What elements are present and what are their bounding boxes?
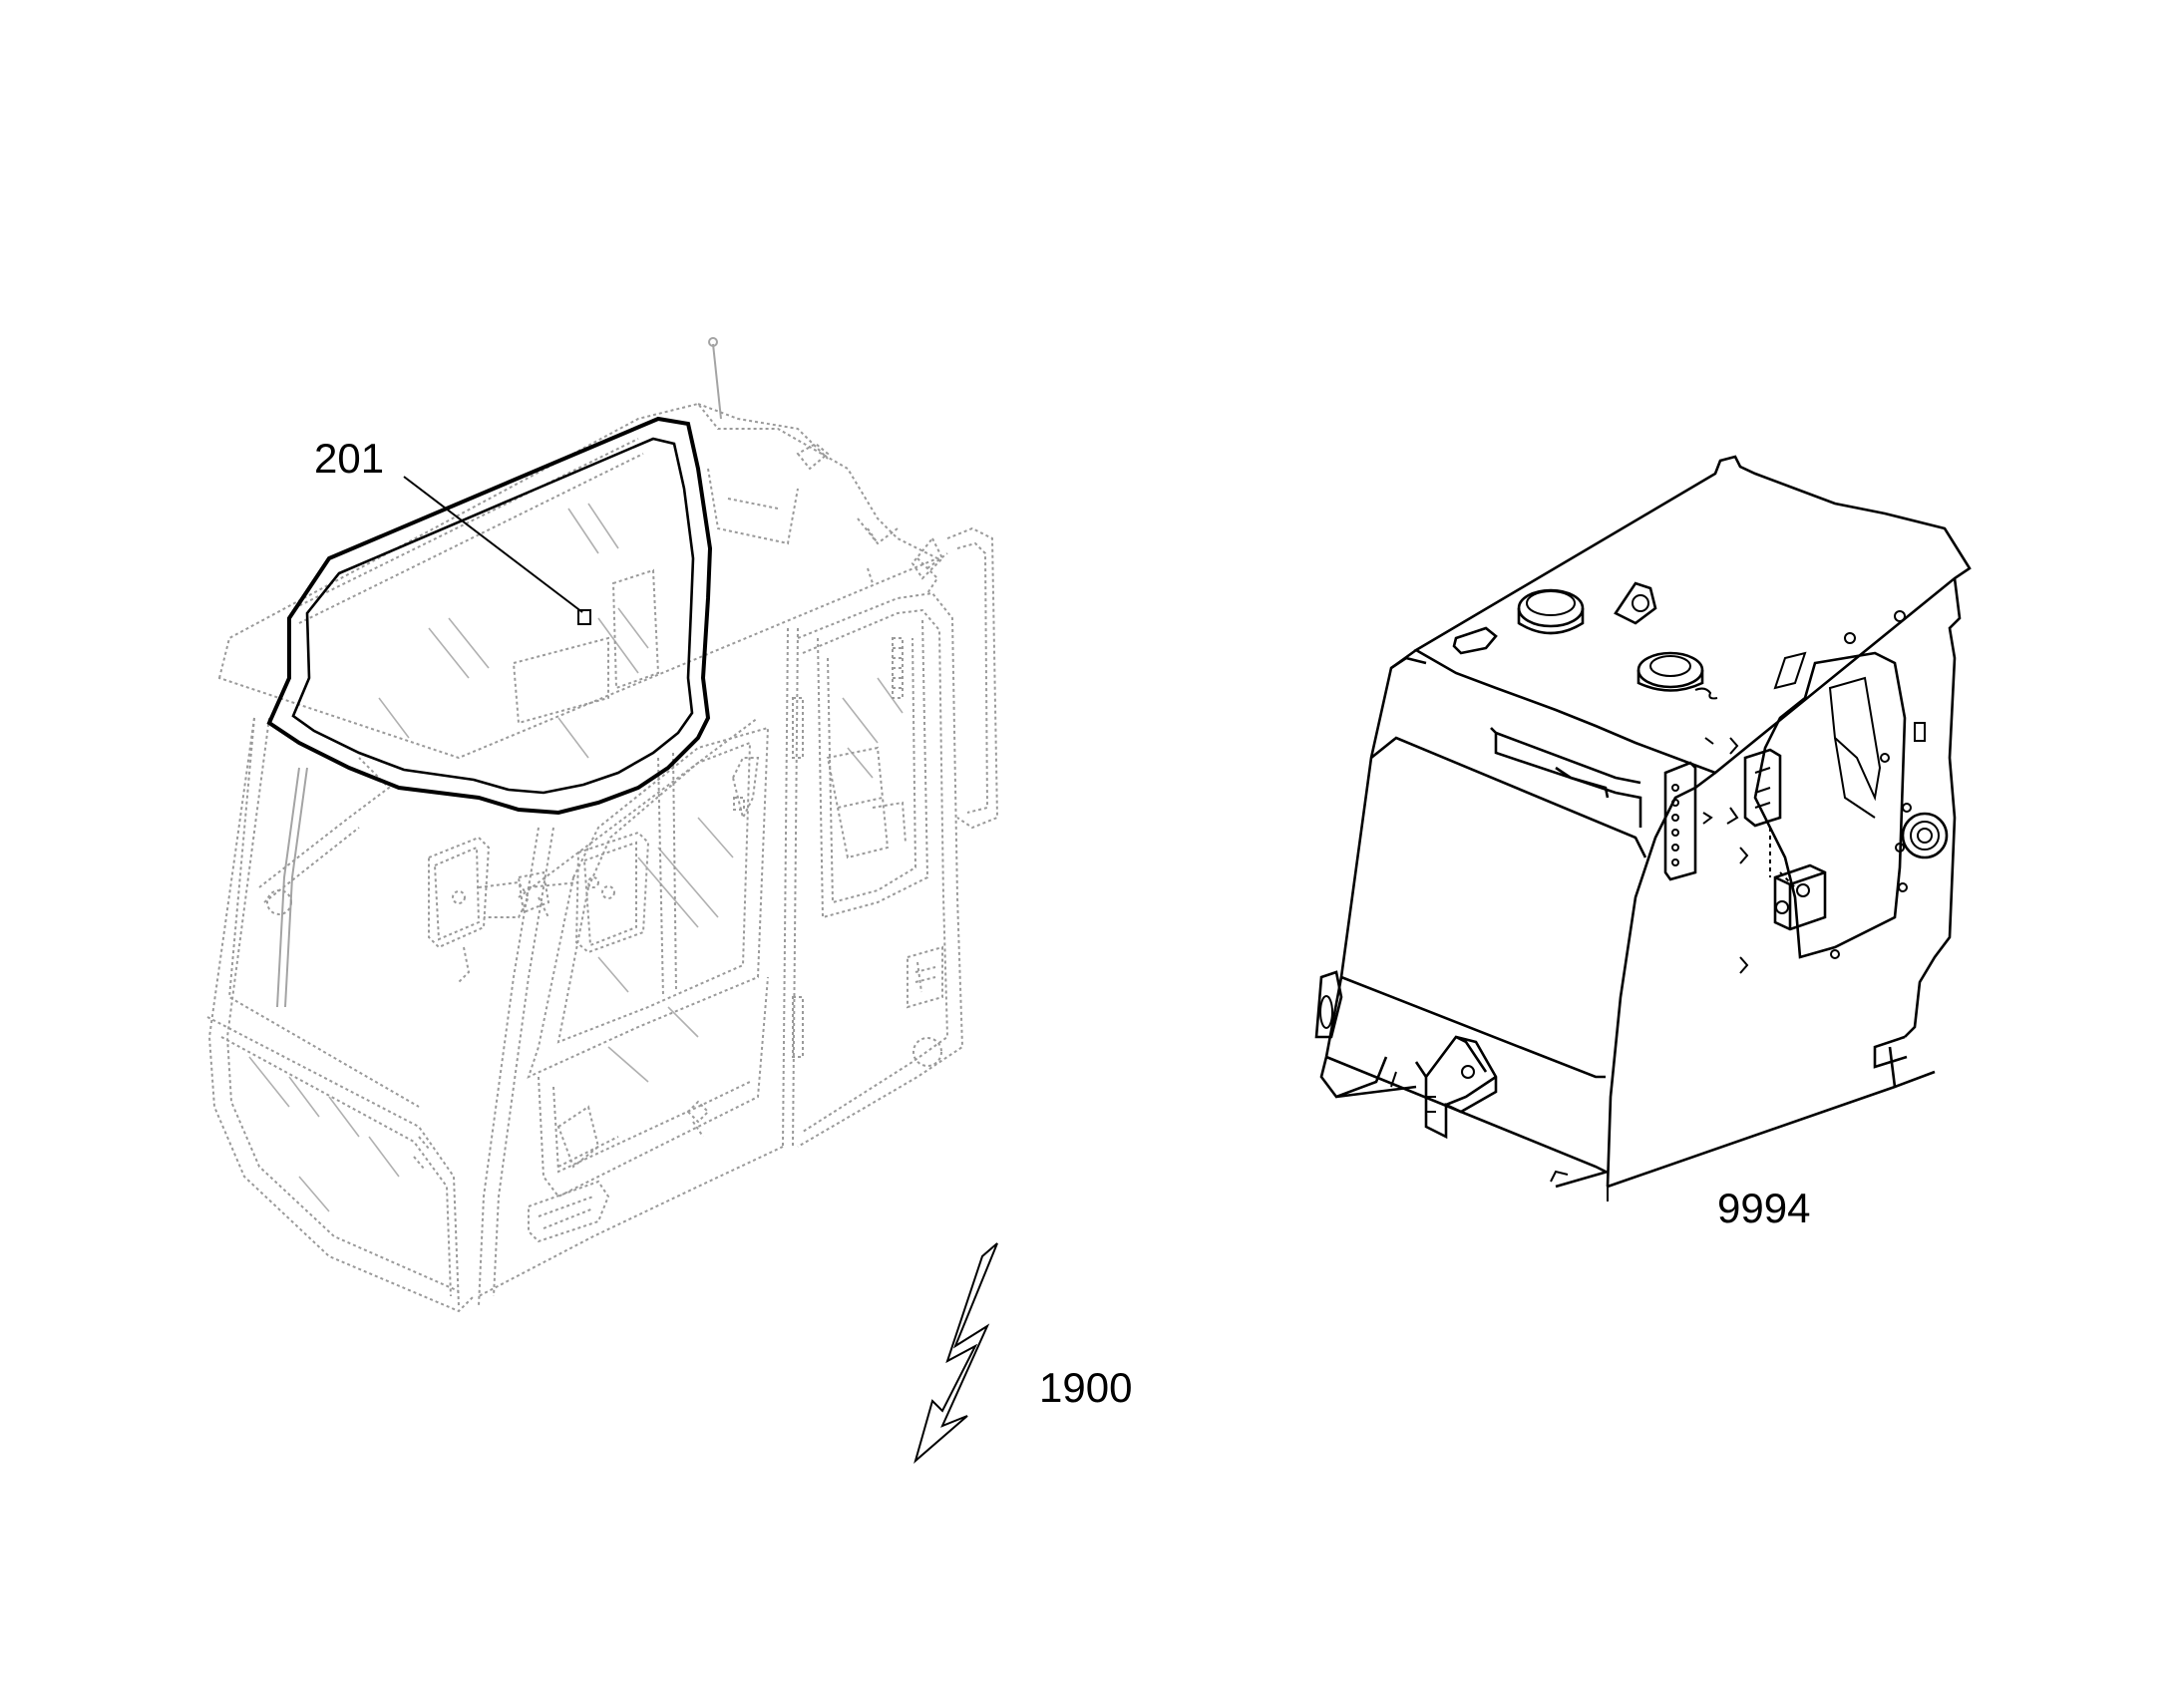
windshield-part-201 bbox=[266, 416, 713, 816]
cab-frame-part-9994 bbox=[1314, 455, 1972, 1201]
lightning-bolt-icon bbox=[913, 1242, 998, 1464]
leader-line-201 bbox=[403, 476, 583, 613]
callout-201: 201 bbox=[314, 435, 384, 482]
callout-1900: 1900 bbox=[1039, 1364, 1132, 1411]
cab-assembly-ghost bbox=[206, 337, 999, 1313]
callout-9994: 9994 bbox=[1717, 1185, 1810, 1231]
